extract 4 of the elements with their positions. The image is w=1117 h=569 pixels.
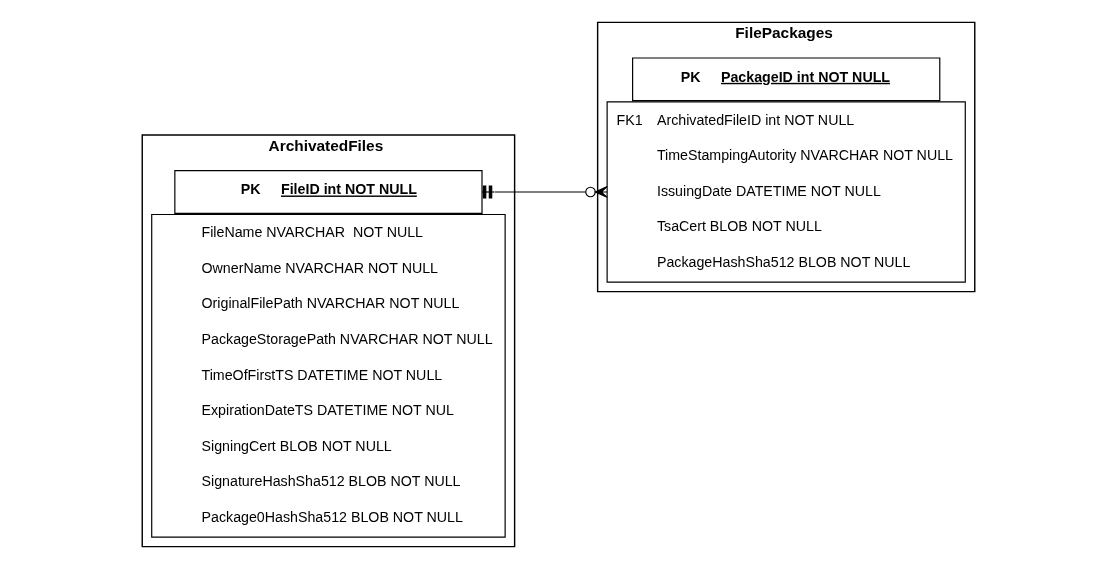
node-box: PK PackageID int NOT NULL xyxy=(632,57,941,102)
node-box: FK1 ArchivatedFileID int NOT NULL TimeStampingAutority NVARCHAR NOT NULL IssuingDate DATETIME NOT NULL TsaCert BLOB NOT NULL PackageHashSha512 BLOB NOT NULL xyxy=(606,101,966,283)
node-box: PK FileID int NOT NULL xyxy=(174,170,483,214)
node-box: FileName NVARCHAR NOT NULL OwnerName NVARCHAR NOT NULL OriginalFilePath NVARCHAR NOT NULL PackageStoragePath NVARCHAR NOT NULL TimeOfFirstTS DATETIME NOT NULL ExpirationDateTS DATETIME NOT NUL SigningCert BLOB NOT NULL SignatureHashSha512 BLOB NOT NULL Package0HashSha512 BLOB NOT NULL xyxy=(151,213,506,538)
